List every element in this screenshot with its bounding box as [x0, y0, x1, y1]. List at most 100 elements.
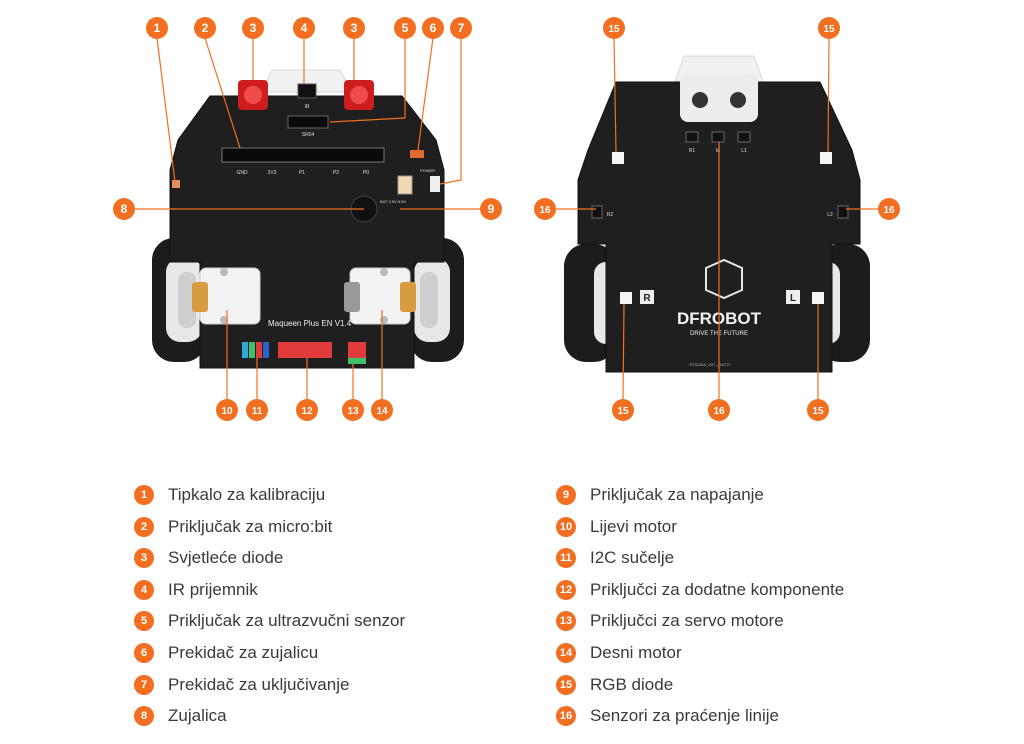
callout-number: 15 — [608, 24, 620, 35]
callout-marker: 3 — [242, 17, 264, 39]
legend-text: Priključci za dodatne komponente — [590, 579, 845, 599]
legend-item: 16 Senzori za praćenje linije — [556, 704, 779, 728]
callout-number: 11 — [252, 406, 263, 417]
power-connector — [397, 175, 413, 195]
legend-item: 1 Tipkalo za kalibraciju — [134, 483, 325, 507]
callout-circle — [371, 399, 393, 421]
callout-number: 8 — [121, 202, 128, 216]
callout-number: 12 — [301, 406, 313, 417]
callout-circle — [534, 198, 556, 220]
model-label: Maqueen Plus EN V1.4 — [268, 319, 352, 328]
callout-number: 16 — [883, 205, 895, 216]
legend-number: 1 — [134, 485, 154, 505]
legend-number: 11 — [556, 548, 576, 569]
callout-number: 7 — [458, 21, 465, 35]
callout-marker: 15 — [818, 17, 840, 39]
callout-circle — [708, 399, 730, 421]
sonar-header — [287, 115, 329, 129]
callout-marker: 15 — [603, 17, 625, 39]
legend-item: 12 Priključci za dodatne komponente — [556, 578, 844, 602]
pin-label: P2 — [333, 170, 339, 176]
callout-marker: 14 — [371, 399, 393, 421]
callout-circle — [293, 17, 315, 39]
legend-text: Priključak za napajanje — [590, 485, 764, 504]
callout-number: 3 — [250, 21, 257, 35]
callout-marker: 11 — [246, 399, 268, 421]
legend-number: 7 — [134, 674, 154, 695]
callout-circle — [146, 17, 168, 39]
callout-number: 9 — [488, 202, 495, 216]
sonar-label: SR04 — [302, 132, 315, 138]
pin-label-row: GND 3V3 P1 P2 P0 — [236, 170, 369, 176]
callout-number: 6 — [430, 21, 437, 35]
callout-number: 13 — [347, 406, 359, 417]
callout-circle — [480, 198, 502, 220]
pin-label: P1 — [299, 170, 305, 176]
extension-header — [278, 342, 332, 358]
callout-marker: 13 — [342, 399, 364, 421]
callout-circle — [422, 17, 444, 39]
legend-number: 8 — [134, 706, 154, 727]
callout-marker: 6 — [422, 17, 444, 39]
callout-marker: 12 — [296, 399, 318, 421]
legend-text: RGB diode — [590, 674, 674, 694]
legend-item: 8 Zujalica — [134, 704, 227, 728]
legend-text: Zujalica — [168, 706, 227, 726]
legend-item: 3 Svjetleće diode — [134, 546, 283, 570]
legend-number: 15 — [556, 674, 576, 695]
power-switch — [430, 176, 440, 192]
callout-number: 3 — [351, 21, 358, 35]
legend-number: 5 — [134, 611, 154, 632]
callout-number: 4 — [301, 21, 308, 35]
microbit-slot — [221, 147, 385, 163]
callout-marker: 9 — [480, 198, 502, 220]
left-motor — [192, 267, 261, 325]
sensor-label: R1 — [689, 148, 696, 154]
legend-text: Lijevi motor — [590, 516, 677, 536]
callout-number: 14 — [376, 406, 388, 417]
callout-circle — [450, 17, 472, 39]
legend-number: 4 — [134, 579, 154, 600]
line-sensors — [591, 131, 849, 219]
callout-marker: 16 — [878, 198, 900, 220]
front-led-right — [344, 80, 374, 110]
legend-number: 12 — [556, 579, 576, 600]
legend-text: Senzori za praćenje linije — [590, 706, 779, 726]
legend-text: I2C sučelje — [590, 548, 675, 568]
callout-marker: 15 — [612, 399, 634, 421]
callout-circle — [612, 399, 634, 421]
callout-marker: 15 — [807, 399, 829, 421]
board-serial: ST3225A_V27_210727 — [689, 362, 731, 367]
side-label-r: R — [643, 293, 651, 304]
sensor-label: M — [716, 148, 720, 154]
buzzer-switch — [410, 150, 424, 158]
callout-marker: 4 — [293, 17, 315, 39]
callout-number: 15 — [812, 406, 824, 417]
legend-text: Tipkalo za kalibraciju — [168, 485, 326, 504]
legend-number: 16 — [556, 706, 576, 727]
callout-circle — [343, 17, 365, 39]
callout-circle — [878, 198, 900, 220]
legend-text: Desni motor — [590, 643, 682, 662]
callout-circle — [807, 399, 829, 421]
callout-marker: 3 — [343, 17, 365, 39]
calibration-button — [172, 180, 180, 188]
leader-lines — [135, 37, 878, 401]
callout-number: 16 — [539, 205, 551, 216]
legend-number: 3 — [134, 548, 154, 569]
power-label: POWER — [420, 168, 435, 173]
callout-marker: 10 — [216, 399, 238, 421]
sensor-label: R2 — [607, 212, 614, 218]
sensor-label-row: R2 R1 M L1 L2 — [607, 148, 833, 218]
legend-text: Svjetleće diode — [168, 548, 284, 568]
callout-marker: 16 — [534, 198, 556, 220]
legend-text: Priključak za micro:bit — [168, 516, 333, 536]
callout-circle — [342, 399, 364, 421]
